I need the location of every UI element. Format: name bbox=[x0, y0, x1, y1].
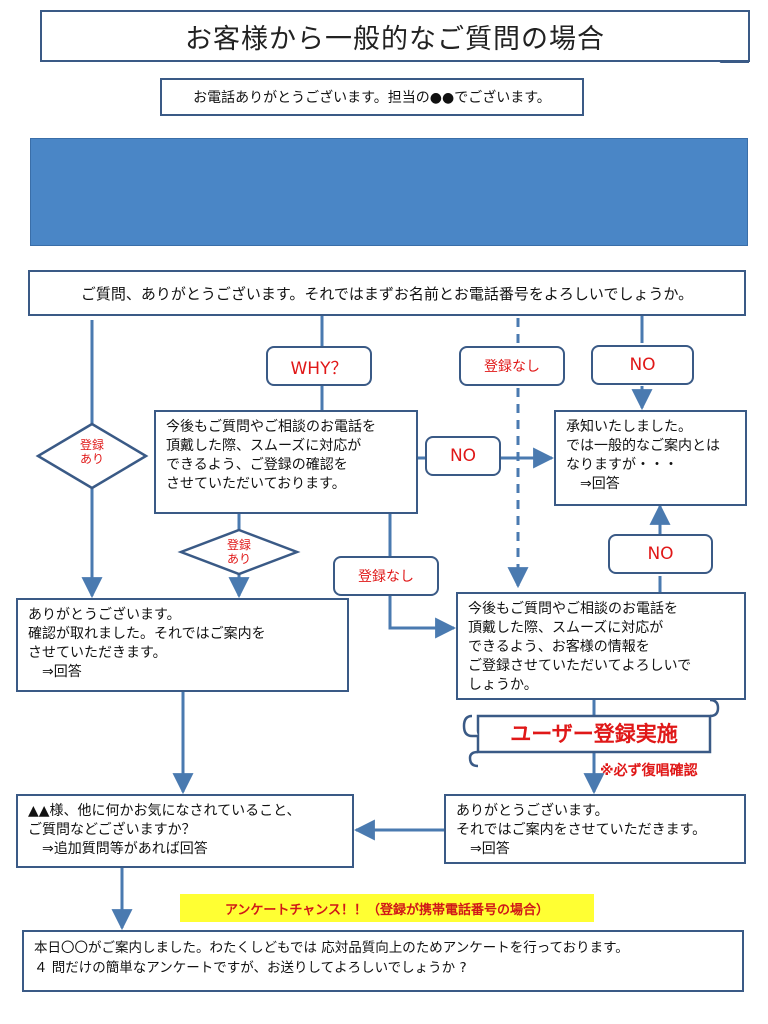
label-not-registered-middle: 登録なし bbox=[333, 556, 439, 596]
survey-chance-banner: アンケートチャンス！！（登録が携帯電話番号の場合） bbox=[180, 894, 594, 922]
note-confirm: ※必ず復唱確認 bbox=[600, 763, 698, 779]
greeting-box: お電話ありがとうございます。担当の●●でございます。 bbox=[160, 78, 584, 116]
confirmed-box: ありがとうございます。 確認が取れました。それではご案内を させていただきます。… bbox=[16, 598, 349, 692]
diamond-label-left: 登録 あり bbox=[79, 438, 104, 466]
label-no-middle: NO bbox=[425, 436, 501, 476]
question-text: ご質問、ありがとうございます。それではまずお名前とお電話番号をよろしいでしょうか… bbox=[80, 284, 694, 303]
label-not-registered-top: 登録なし bbox=[459, 346, 565, 386]
label-why: WHY？ bbox=[266, 346, 372, 386]
arrow-explain-to-register bbox=[388, 514, 457, 639]
diamond-label-center: 登録 あり bbox=[226, 538, 251, 566]
survey-chance-text: アンケートチャンス！！（登録が携帯電話番号の場合） bbox=[224, 902, 550, 918]
diamond-registered-left bbox=[35, 422, 149, 490]
question-box: ご質問、ありがとうございます。それではまずお名前とお電話番号をよろしいでしょうか… bbox=[28, 270, 746, 316]
scroll-shape bbox=[462, 698, 720, 768]
diamond-registered-center bbox=[177, 528, 301, 576]
thanks-box: ありがとうございます。 それではご案内をさせていただきます。 ⇒回答 bbox=[444, 794, 746, 864]
user-registration-label: ユーザー登録実施 bbox=[510, 722, 678, 746]
register-request-box: 今後もご質問やご相談のお電話を 頂戴した際、スムーズに対応が できるよう、お客様… bbox=[456, 592, 746, 700]
label-no-top: NO bbox=[591, 345, 694, 385]
explain-box: 今後もご質問やご相談のお電話を 頂戴した際、スムーズに対応が できるよう、ご登録… bbox=[154, 410, 418, 514]
greeting-text: お電話ありがとうございます。担当の●●でございます。 bbox=[193, 90, 551, 106]
acknowledged-box: 承知いたしました。 では一般的なご案内とは なりますが・・・ ⇒回答 bbox=[554, 410, 747, 506]
blue-banner bbox=[30, 138, 748, 246]
anything-else-box: ▲▲様、他に何かお気になされていること、 ご質問などございますか？ ⇒追加質問等… bbox=[16, 794, 354, 868]
survey-box: 本日〇〇がご案内しました。わたくしどもでは 応対品質向上のためアンケートを行って… bbox=[22, 930, 744, 992]
label-no-right: NO bbox=[608, 534, 713, 574]
title-box: お客様から一般的なご質問の場合 bbox=[40, 10, 750, 62]
page-title: お客様から一般的なご質問の場合 bbox=[185, 23, 605, 55]
